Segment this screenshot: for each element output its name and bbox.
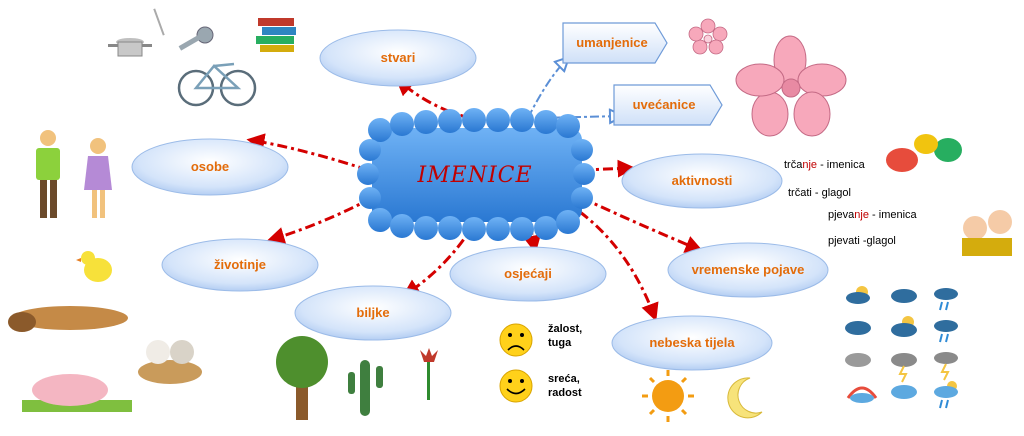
showers-icon <box>934 320 958 343</box>
node-uvecanice[interactable]: uvećanice <box>613 84 723 126</box>
node-osjecaji-label: osjećaji <box>504 266 552 281</box>
arrow-to-zivotinje <box>266 196 373 245</box>
emotion-happy: sreća, radost <box>499 369 582 403</box>
note-trcanje: trčanje - imenica <box>784 159 866 171</box>
node-vremenske-pojave-label: vremenske pojave <box>692 262 805 277</box>
thunderstorm-icon <box>934 352 958 381</box>
overcast-icon <box>845 353 871 367</box>
partly-cloudy-icon <box>846 286 870 304</box>
sun-icon <box>642 370 694 422</box>
sad-face-icon <box>499 323 533 357</box>
note-pjevanje: pjevanje - imenica <box>828 209 918 221</box>
node-osobe-label: osobe <box>191 159 229 174</box>
arrow-to-osobe <box>246 133 369 172</box>
sad-label-1: žalost, <box>548 323 582 335</box>
weather-icons <box>845 286 958 409</box>
note-trcati: trčati - glagol <box>788 187 851 199</box>
node-stvari-label: stvari <box>381 50 416 65</box>
node-zivotinje-label: životinje <box>214 257 266 272</box>
happy-label-2: radost <box>548 387 582 399</box>
node-vremenske-pojave[interactable]: vremenske pojave <box>667 242 829 298</box>
center-title: IMENICE <box>416 163 532 188</box>
notes: trčanje - imenica trčati - glagol pjevan… <box>784 159 918 247</box>
node-aktivnosti[interactable]: aktivnosti <box>621 153 783 209</box>
rainbow-icon <box>846 386 878 403</box>
tulip-icon <box>420 348 438 400</box>
runners-icon <box>886 134 962 172</box>
large-flower-icon <box>735 35 847 137</box>
cloudy-icon <box>845 321 871 335</box>
happy-face-icon <box>499 369 533 403</box>
emotion-sad: žalost, tuga <box>499 323 582 357</box>
node-nebeska-tijela-label: nebeska tijela <box>649 335 735 350</box>
node-biljke-label: biljke <box>356 305 389 320</box>
connectors-blue <box>527 58 622 119</box>
chick-icon <box>76 251 112 282</box>
small-flower-icon <box>688 18 728 55</box>
pigs-icon <box>22 374 132 412</box>
node-stvari[interactable]: stvari <box>319 29 477 87</box>
drizzle-icon <box>934 381 958 409</box>
dogs-icon <box>8 306 128 332</box>
node-umanjenice-label: umanjenice <box>576 35 648 50</box>
singers-icon <box>962 210 1012 256</box>
fork-icon <box>153 8 165 36</box>
girl-icon <box>84 138 112 218</box>
rain-icon <box>934 288 958 311</box>
connectors <box>246 77 704 322</box>
cloud-rain-icon <box>891 385 917 399</box>
cactus-icon <box>348 360 383 416</box>
arrow-to-biljke <box>402 221 477 297</box>
node-uvecanice-label: uvećanice <box>633 97 696 112</box>
key-icon <box>178 26 214 51</box>
tree-icon <box>276 336 328 420</box>
pot-icon <box>108 38 152 57</box>
arrow-to-umanjenice <box>527 58 568 119</box>
node-zivotinje[interactable]: životinje <box>161 238 319 292</box>
node-nebeska-tijela[interactable]: nebeska tijela <box>611 315 773 371</box>
cats-icon <box>138 340 202 384</box>
books-icon <box>256 18 296 52</box>
arrow-to-stvari <box>395 77 471 120</box>
sun-cloud-icon <box>891 316 917 337</box>
happy-label-1: sreća, <box>548 373 580 385</box>
arrow-to-nebeska <box>579 210 659 322</box>
storm-icon <box>891 353 917 383</box>
node-biljke[interactable]: biljke <box>294 285 452 341</box>
central-node[interactable]: IMENICE <box>357 108 595 241</box>
node-osobe[interactable]: osobe <box>131 138 289 196</box>
arrow-to-vremenske <box>581 196 704 253</box>
node-aktivnosti-label: aktivnosti <box>672 173 733 188</box>
node-osjecaji[interactable]: osjećaji <box>449 246 607 302</box>
node-umanjenice[interactable]: umanjenice <box>562 22 668 64</box>
cloud-icon <box>891 289 917 303</box>
note-pjevati: pjevati -glagol <box>828 235 896 247</box>
bicycle-icon <box>177 62 257 107</box>
moon-icon <box>727 377 763 419</box>
boy-icon <box>36 130 60 218</box>
sad-label-2: tuga <box>548 337 572 349</box>
